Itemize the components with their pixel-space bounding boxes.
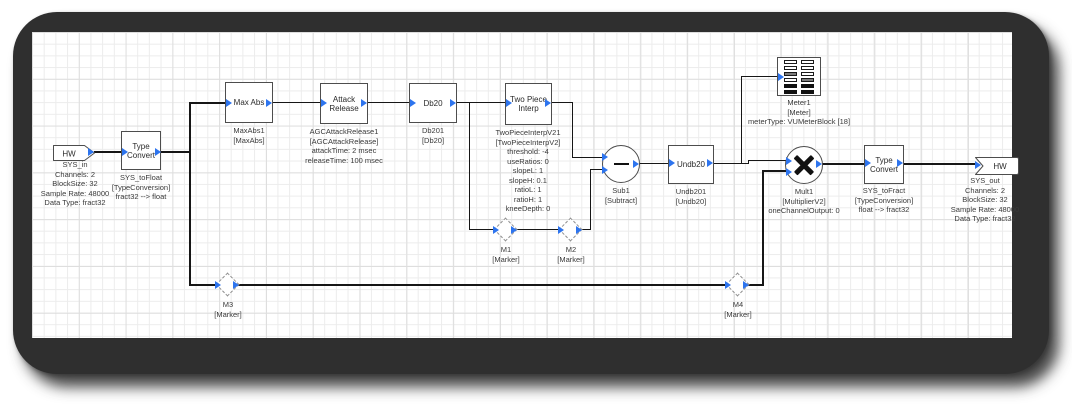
wire[interactable] bbox=[748, 160, 749, 164]
wire[interactable] bbox=[551, 102, 573, 103]
wire[interactable] bbox=[161, 151, 191, 153]
output-pin-sys-tofloat[interactable] bbox=[155, 148, 161, 156]
input-pin-attack-release1[interactable] bbox=[321, 99, 327, 107]
input-pin-two-piece-interp[interactable] bbox=[506, 99, 512, 107]
block-maxabs1[interactable]: Max Abs bbox=[225, 82, 273, 123]
wire[interactable] bbox=[762, 170, 786, 172]
wire[interactable] bbox=[902, 163, 976, 165]
caption-meter1: Meter1[Meter] meterType: VUMeterBlock [1… bbox=[747, 98, 851, 126]
output-pin-undb201[interactable] bbox=[707, 159, 713, 167]
block-title: Db20 bbox=[423, 98, 443, 108]
wire[interactable] bbox=[590, 169, 591, 230]
input-pin-m2[interactable] bbox=[558, 226, 564, 234]
input-pin-m3[interactable] bbox=[215, 281, 221, 289]
block-meter1[interactable] bbox=[777, 57, 821, 96]
input-pin-m4[interactable] bbox=[725, 281, 731, 289]
block-title: Type Convert bbox=[869, 155, 898, 174]
input-pin-mult1-top[interactable] bbox=[786, 157, 792, 165]
caption-m1: M1[Marker] bbox=[492, 245, 520, 264]
input-pin-sys-out[interactable] bbox=[975, 161, 981, 169]
wire[interactable] bbox=[745, 284, 764, 286]
wire[interactable] bbox=[822, 163, 865, 165]
wire[interactable] bbox=[367, 102, 410, 103]
block-attack-release1[interactable]: Attack Release bbox=[320, 83, 368, 124]
caption-sub1: Sub1[Subtract] bbox=[604, 186, 638, 205]
caption-attack-release1: AGCAttackRelease1[AGCAttackRelease] atta… bbox=[305, 127, 383, 165]
output-pin-sys-in[interactable] bbox=[88, 148, 94, 156]
output-pin-m4[interactable] bbox=[743, 281, 749, 289]
wire[interactable] bbox=[581, 229, 591, 230]
output-pin-mult1[interactable] bbox=[816, 160, 822, 168]
input-pin-sub1-bottom[interactable] bbox=[602, 166, 608, 174]
wire[interactable] bbox=[741, 77, 742, 164]
input-pin-m1[interactable] bbox=[493, 226, 499, 234]
wire[interactable] bbox=[189, 151, 191, 286]
block-sys-in[interactable]: HW bbox=[53, 145, 97, 161]
block-title: Max Abs bbox=[233, 98, 265, 107]
wire[interactable] bbox=[189, 284, 217, 286]
input-pin-sys-tofloat[interactable] bbox=[122, 148, 128, 156]
output-pin-attack-release1[interactable] bbox=[361, 99, 367, 107]
wire[interactable] bbox=[714, 163, 749, 164]
wire[interactable] bbox=[572, 157, 603, 158]
caption-sys-tofract: SYS_toFract[TypeConversion] float --> fr… bbox=[854, 186, 914, 214]
caption-m2: M2[Marker] bbox=[557, 245, 585, 264]
caption-db201: Db201[Db20] bbox=[421, 126, 445, 145]
wire[interactable] bbox=[456, 102, 506, 103]
input-pin-sub1-top[interactable] bbox=[602, 153, 608, 161]
output-pin-sub1[interactable] bbox=[633, 160, 639, 168]
input-pin-meter1[interactable] bbox=[778, 73, 784, 81]
output-pin-m2[interactable] bbox=[576, 226, 582, 234]
wire[interactable] bbox=[189, 102, 191, 153]
wire[interactable] bbox=[469, 229, 495, 230]
block-title: Two Piece Interp bbox=[510, 95, 547, 113]
caption-m3: M3[Marker] bbox=[214, 300, 242, 319]
output-pin-maxabs1[interactable] bbox=[266, 99, 272, 107]
caption-undb201: Undb201[Undb20] bbox=[675, 187, 707, 206]
subtract-icon bbox=[613, 163, 629, 165]
output-pin-two-piece-interp[interactable] bbox=[545, 99, 551, 107]
output-pin-m3[interactable] bbox=[233, 281, 239, 289]
block-title: Type Convert bbox=[126, 141, 155, 160]
input-pin-db201[interactable] bbox=[410, 99, 416, 107]
block-title: Undb20 bbox=[676, 160, 706, 169]
block-db201[interactable]: Db20 bbox=[409, 83, 457, 123]
input-pin-maxabs1[interactable] bbox=[226, 99, 232, 107]
wire[interactable] bbox=[469, 102, 470, 230]
wire[interactable] bbox=[572, 102, 573, 158]
output-pin-db201[interactable] bbox=[450, 99, 456, 107]
output-pin-m1[interactable] bbox=[511, 226, 517, 234]
caption-m4: M4[Marker] bbox=[724, 300, 752, 319]
wire[interactable] bbox=[189, 102, 226, 104]
wire[interactable] bbox=[516, 229, 559, 230]
output-pin-sys-tofract[interactable] bbox=[897, 159, 903, 167]
wire[interactable] bbox=[237, 284, 727, 286]
input-pin-undb201[interactable] bbox=[669, 159, 675, 167]
wire[interactable] bbox=[639, 163, 669, 164]
caption-two-piece-interp: TwoPieceInterpV21[TwoPieceInterpV2] thre… bbox=[495, 128, 561, 213]
vu-meter-icon bbox=[778, 59, 820, 94]
wire[interactable] bbox=[741, 76, 778, 77]
input-pin-mult1-bottom[interactable] bbox=[786, 168, 792, 176]
block-title: Attack Release bbox=[329, 94, 359, 113]
wire[interactable] bbox=[762, 170, 764, 286]
caption-sys-tofloat: SYS_toFloat[TypeConversion] fract32 --> … bbox=[111, 173, 171, 201]
wire[interactable] bbox=[748, 160, 787, 161]
caption-mult1: Mult1[MultiplierV2] oneChannelOutput: 0 bbox=[768, 187, 840, 215]
block-title: HW bbox=[62, 150, 76, 159]
input-pin-sys-tofract[interactable] bbox=[865, 159, 871, 167]
wire[interactable] bbox=[272, 102, 321, 103]
wire[interactable] bbox=[94, 151, 123, 153]
block-title: HW bbox=[993, 162, 1007, 171]
caption-maxabs1: MaxAbs1[MaxAbs] bbox=[233, 126, 265, 145]
block-undb201[interactable]: Undb20 bbox=[668, 145, 714, 184]
block-two-piece-interp[interactable]: Two Piece Interp bbox=[505, 83, 552, 125]
block-sys-out[interactable]: HW bbox=[975, 157, 1019, 175]
wire[interactable] bbox=[590, 169, 603, 170]
